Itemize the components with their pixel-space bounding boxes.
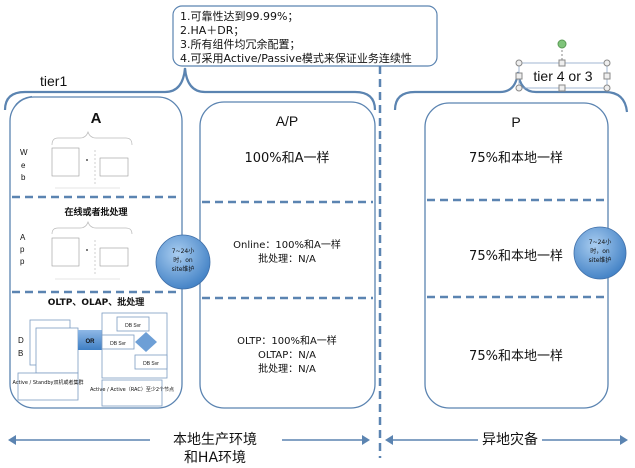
column-a: A W e b 在线或者批处理 A p p OLTP、OLAP、批处理: [9, 96, 183, 409]
local-environment-label: 本地生产环境: [173, 432, 257, 448]
tier4-brace: [393, 71, 629, 113]
web-ha-diagram: [51, 130, 133, 189]
local-environment-label: 和HA环境: [184, 450, 246, 466]
db-server-label: DB Svr: [143, 361, 159, 367]
ap-app-text: 批处理：N/A: [258, 252, 316, 265]
p-db-text: 75%和本地一样: [469, 349, 563, 364]
layer-label-web: W: [20, 148, 28, 157]
tier1-brace: [3, 67, 377, 111]
db-layer-heading: OLTP、OLAP、批处理: [48, 296, 145, 308]
layer-label-app: A: [20, 233, 26, 242]
ap-db-text: OLTAP：N/A: [258, 350, 316, 361]
tier-right-textbox[interactable]: tier 4 or 3: [515, 39, 611, 92]
badge-text: 7~24小: [172, 247, 194, 255]
or-label: OR: [86, 339, 96, 345]
column-ap: A/P 100%和A一样 Online：100%和A一样 批处理：N/A OLT…: [199, 101, 376, 409]
column-p: P 75%和本地一样 75%和本地一样 75%和本地一样: [424, 102, 609, 409]
db-ha-diagram: OR DB Svr DB Svr DB Svr Active / Standby…: [12, 312, 174, 407]
callout-line: 3.所有组件均冗余配置；: [180, 37, 301, 51]
badge-text: site维护: [172, 265, 195, 273]
ap-web-text: 100%和A一样: [244, 151, 329, 166]
layer-label-db: B: [18, 349, 23, 358]
layer-label-db: D: [18, 336, 24, 345]
badge-text: site维护: [589, 256, 612, 264]
layer-label-web: b: [21, 173, 26, 182]
tier1-label: tier1: [40, 73, 67, 89]
callout-line: 2.HA＋DR；: [180, 24, 244, 37]
badge-text: 时，on: [590, 247, 610, 255]
layer-label-web: e: [21, 161, 26, 170]
ap-app-text: Online：100%和A一样: [233, 238, 341, 251]
requirements-callout: 1.可靠性达到99.99%； 2.HA＋DR； 3.所有组件均冗余配置； 4.可…: [172, 5, 438, 67]
ap-db-text: 批处理：N/A: [258, 362, 316, 375]
badge-text: 7~24小: [589, 238, 611, 246]
p-web-text: 75%和本地一样: [469, 151, 563, 166]
column-p-title: P: [511, 114, 520, 130]
support-badge-remote: 7~24小 时，on site维护: [573, 226, 627, 280]
support-badge-local: 7~24小 时，on site维护: [155, 234, 211, 290]
column-ap-title: A/P: [276, 113, 299, 129]
app-layer-heading: 在线或者批处理: [64, 206, 127, 218]
layer-label-app: p: [20, 257, 25, 266]
badge-text: 时，on: [173, 256, 193, 264]
p-app-text: 75%和本地一样: [469, 249, 563, 264]
column-a-title: A: [91, 110, 102, 127]
layer-label-app: p: [20, 245, 25, 254]
db-server-label: DB Svr: [110, 341, 126, 347]
app-ha-diagram: [51, 220, 133, 280]
db-left-note: Active / Standby双机或者集群: [12, 379, 83, 386]
callout-line: 4.可采用Active/Passive模式来保证业务连续性: [180, 51, 412, 65]
tier-right-label: tier 4 or 3: [533, 68, 592, 84]
db-right-note: Active / Active（RAC）至少2个节点: [90, 387, 174, 393]
callout-line: 1.可靠性达到99.99%；: [180, 9, 298, 23]
remote-dr-label: 异地灾备: [482, 431, 538, 448]
ap-db-text: OLTP：100%和A一样: [237, 334, 337, 347]
db-server-label: DB Svr: [125, 323, 141, 329]
